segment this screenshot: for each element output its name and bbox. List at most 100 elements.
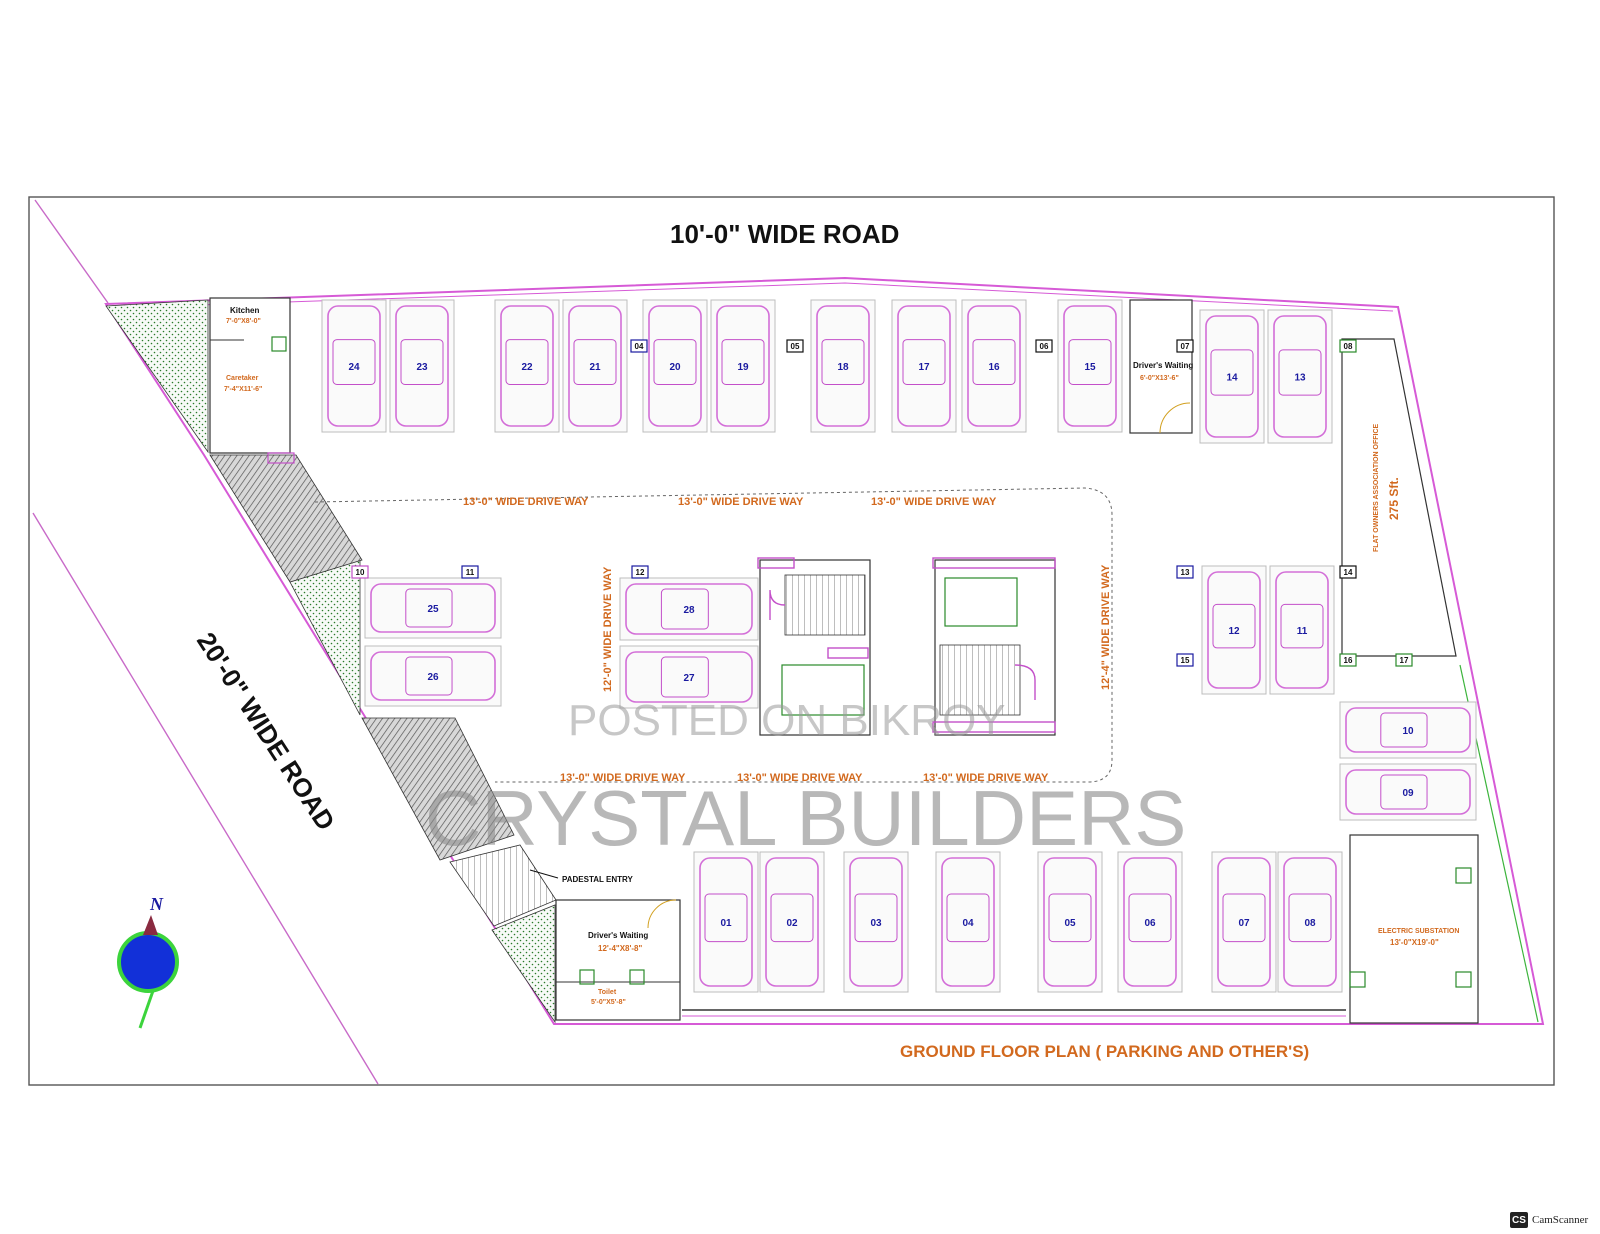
- kitchen-size: 7'-0"X8'-0": [226, 318, 261, 325]
- column-tag-label: 13: [1181, 568, 1190, 577]
- car-roof: [1280, 603, 1324, 649]
- parking-bay-09: 09: [1339, 763, 1477, 821]
- parking-bay-04: 04: [935, 851, 1001, 993]
- car-outline: [941, 857, 995, 987]
- parking-bay-24: 24: [321, 299, 387, 433]
- plot-boundary: [104, 276, 1545, 1025]
- bay-number: 16: [988, 362, 1000, 373]
- car-outline: [625, 651, 753, 703]
- parking-bay-01: 01: [693, 851, 759, 993]
- car-outline: [716, 305, 770, 427]
- parking-bay-12: 12: [1201, 565, 1267, 695]
- car-outline: [500, 305, 554, 427]
- north-road-label: 10'-0" WIDE ROAD: [670, 219, 899, 249]
- driveway-label-bottom-1: 13'-0" WIDE DRIVE WAY: [560, 772, 686, 784]
- green-setback-west: [289, 559, 361, 716]
- column-tag-label: 04: [635, 342, 644, 351]
- car-outline: [1345, 769, 1471, 815]
- car-outline: [327, 305, 381, 427]
- bay-number: 20: [669, 362, 681, 373]
- car-roof: [1210, 349, 1254, 396]
- car-roof: [1288, 893, 1332, 943]
- drivers-waiting-top-room: [1129, 299, 1193, 434]
- car-roof: [400, 339, 444, 385]
- parking-bay-16: 16: [961, 299, 1027, 433]
- parking-bay-28: 28: [619, 577, 759, 641]
- plan-title: GROUND FLOOR PLAN ( PARKING AND OTHER'S): [900, 1042, 1309, 1061]
- caretaker-size: 7'-4"X11'-6": [224, 386, 262, 393]
- watermark-builder: CRYSTAL BUILDERS: [425, 774, 1186, 862]
- parking-bay-27: 27: [619, 645, 759, 709]
- car-roof: [1222, 893, 1266, 943]
- watermark-posted: POSTED ON BIKROY: [568, 696, 1006, 745]
- bay-outline: [1339, 701, 1477, 759]
- bay-number: 10: [1402, 726, 1414, 737]
- drivers-waiting-top-label: Driver's Waiting: [1133, 361, 1193, 370]
- column-tag-label: 07: [1181, 342, 1190, 351]
- parking-bay-03: 03: [843, 851, 909, 993]
- car-outline: [1217, 857, 1271, 987]
- car-outline: [816, 305, 870, 427]
- camscanner-logo: CS: [1510, 1212, 1528, 1228]
- car-roof: [332, 339, 376, 385]
- bay-number: 03: [870, 918, 882, 929]
- car-roof: [405, 656, 453, 696]
- driveway-loop: [314, 487, 1113, 783]
- bay-outline: [619, 645, 759, 709]
- parking-bay-23: 23: [389, 299, 455, 433]
- compass-north-label: N: [149, 894, 164, 914]
- toilet-size: 5'-0"X5'-8": [591, 999, 626, 1006]
- drivers-waiting-bottom-room: [555, 899, 681, 1021]
- bay-outline: [619, 577, 759, 641]
- column-tag-16: 16: [1339, 653, 1357, 667]
- pedestal-entry-label: PADESTAL ENTRY: [562, 875, 633, 884]
- column-tag-label: 08: [1344, 342, 1353, 351]
- bay-outline: [364, 577, 502, 639]
- west-road-edge-outer: [34, 199, 109, 304]
- parking-bay-14: 14: [1199, 309, 1265, 444]
- column-tag-08: 08: [1339, 339, 1357, 353]
- column-tag-11: 11: [461, 565, 479, 579]
- car-roof: [1068, 339, 1112, 385]
- car-outline: [765, 857, 819, 987]
- car-roof: [660, 588, 709, 630]
- car-roof: [902, 339, 946, 385]
- car-outline: [370, 651, 496, 701]
- column-tag-label: 14: [1344, 568, 1353, 577]
- substation-label: ELECTRIC SUBSTATION: [1378, 928, 1459, 935]
- car-outline: [967, 305, 1021, 427]
- kitchen-caretaker-room: [209, 297, 291, 454]
- camscanner-text: CamScanner: [1532, 1214, 1589, 1226]
- driveway-label-top-2: 13'-0" WIDE DRIVE WAY: [678, 496, 804, 508]
- parking-bay-13: 13: [1267, 309, 1333, 444]
- car-outline: [1205, 315, 1259, 438]
- car-outline: [395, 305, 449, 427]
- drivers-waiting-bottom-size: 12'-4"X8'-8": [598, 944, 643, 953]
- bay-number: 28: [683, 605, 695, 616]
- bay-number: 02: [786, 918, 798, 929]
- column-tag-label: 15: [1181, 656, 1190, 665]
- car-roof: [1048, 893, 1092, 943]
- car-roof: [1380, 774, 1428, 810]
- car-outline: [625, 583, 753, 635]
- drivers-waiting-top-size: 6'-0"X13'-6": [1140, 375, 1179, 382]
- parking-bay-21: 21: [562, 299, 628, 433]
- column-tag-07: 07: [1176, 339, 1194, 353]
- car-roof: [854, 893, 898, 943]
- bay-number: 07: [1238, 918, 1250, 929]
- car-outline: [1043, 857, 1097, 987]
- column-tag-14: 14: [1339, 565, 1357, 579]
- column-tag-label: 16: [1344, 656, 1353, 665]
- parking-bay-06: 06: [1117, 851, 1183, 993]
- car-outline: [897, 305, 951, 427]
- parking-bay-05: 05: [1037, 851, 1103, 993]
- car-outline: [1345, 707, 1471, 753]
- car-roof: [1212, 603, 1256, 649]
- sheet-border: [28, 196, 1555, 1086]
- column-tag-10: 10: [351, 565, 369, 579]
- bay-number: 08: [1304, 918, 1316, 929]
- bay-number: 01: [720, 918, 732, 929]
- owners-office-size: 275 Sft.: [1387, 477, 1401, 520]
- bay-number: 14: [1226, 373, 1238, 384]
- bay-number: 05: [1064, 918, 1076, 929]
